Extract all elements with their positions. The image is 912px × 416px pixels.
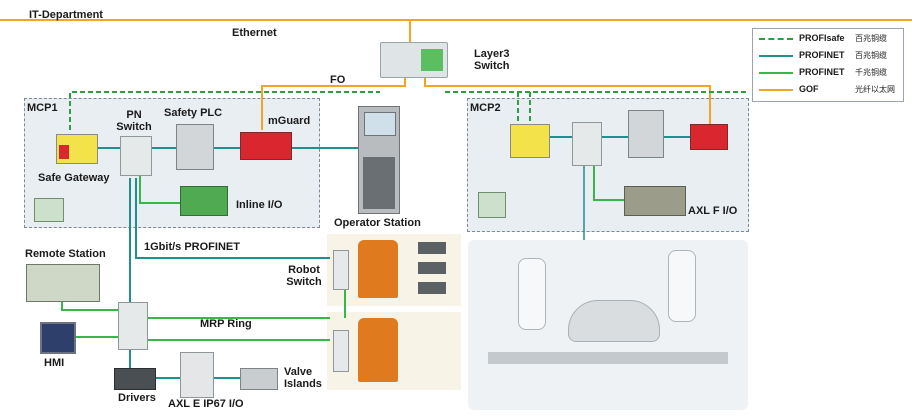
mguard-device xyxy=(240,132,292,160)
mcp2-mguard-device xyxy=(690,124,728,150)
ring-switch-device xyxy=(118,302,148,350)
legend-sub: 光纤以太网 xyxy=(855,85,895,94)
legend-swatch xyxy=(759,38,793,40)
gripper-tool xyxy=(418,262,446,274)
legend-name: GOF xyxy=(799,84,819,94)
operator-cabinet xyxy=(363,157,395,209)
robot-switch-device xyxy=(333,250,349,290)
mcp1-panel-icon xyxy=(34,198,64,222)
axl-f-io-device xyxy=(624,186,686,216)
operator-station-label: Operator Station xyxy=(334,217,421,229)
legend-item: PROFIsafe 百兆铜缆 xyxy=(753,32,903,46)
mrp-ring-label: MRP Ring xyxy=(200,318,252,330)
robot-switch-device-2 xyxy=(333,330,349,372)
axl-e-io-device xyxy=(180,352,214,398)
legend-name: PROFIsafe xyxy=(799,33,845,43)
mcp2-plc-device xyxy=(628,110,664,158)
switch-ports xyxy=(421,49,443,71)
hmi-device xyxy=(40,322,76,354)
remote-station-label: Remote Station xyxy=(25,248,106,260)
valve-islands-device xyxy=(240,368,278,390)
operator-screen xyxy=(364,112,396,136)
car-body xyxy=(568,300,660,342)
ethernet-label: Ethernet xyxy=(232,27,277,39)
robot-arm-white xyxy=(668,250,696,322)
remote-station-device xyxy=(26,264,100,302)
car-production-illustration xyxy=(468,240,748,410)
mcp2-label: MCP2 xyxy=(470,102,501,114)
axl-f-io-label: AXL F I/O xyxy=(688,205,738,217)
robot-switch-label: Robot Switch xyxy=(286,264,322,288)
legend-swatch xyxy=(759,72,793,74)
inline-io-label: Inline I/O xyxy=(236,199,283,211)
mcp1-label: MCP1 xyxy=(27,102,58,114)
safety-plc-device xyxy=(176,124,214,170)
legend-item: PROFINET 千兆铜缆 xyxy=(753,66,903,80)
layer3-switch-device xyxy=(380,42,448,78)
safe-gateway-device xyxy=(56,134,98,164)
valve-islands-label: Valve Islands xyxy=(284,366,322,390)
conveyor xyxy=(488,352,728,364)
mcp2-gateway-device xyxy=(510,124,550,158)
axl-e-io-label: AXL E IP67 I/O xyxy=(168,398,244,410)
drivers-device xyxy=(114,368,156,390)
robot-arm-white xyxy=(518,258,546,330)
safety-plc-label: Safety PLC xyxy=(164,107,223,119)
safe-gateway-label: Safe Gateway xyxy=(38,172,110,184)
red-module xyxy=(59,145,69,159)
fo-label: FO xyxy=(330,74,346,86)
robot-arm-top xyxy=(358,240,398,298)
legend-item: PROFINET 百兆铜缆 xyxy=(753,49,903,63)
legend-name: PROFINET xyxy=(799,67,845,77)
mcp2-switch-device xyxy=(572,122,602,166)
legend-sub: 百兆铜缆 xyxy=(855,51,887,60)
pn-switch-label: PN Switch xyxy=(116,109,152,133)
mcp2-panel xyxy=(467,98,749,232)
legend-sub: 千兆铜缆 xyxy=(855,68,887,77)
gripper-tool xyxy=(418,282,446,294)
pn-switch-device xyxy=(120,136,152,176)
legend-name: PROFINET xyxy=(799,50,845,60)
legend-swatch xyxy=(759,89,793,91)
legend: PROFIsafe 百兆铜缆 PROFINET 百兆铜缆 PROFINET 千兆… xyxy=(752,28,904,102)
gripper-tool xyxy=(418,242,446,254)
layer3-switch-label: Layer3 Switch xyxy=(474,48,510,72)
operator-station-device xyxy=(358,106,400,214)
gigabit-profinet-label: 1Gbit/s PROFINET xyxy=(144,241,240,253)
mcp2-panel-icon xyxy=(478,192,506,218)
it-department-label: IT-Department xyxy=(29,9,103,21)
legend-sub: 百兆铜缆 xyxy=(855,34,887,43)
mguard-label: mGuard xyxy=(268,115,311,127)
legend-item: GOF 光纤以太网 xyxy=(753,83,903,97)
drivers-label: Drivers xyxy=(118,392,156,404)
legend-swatch xyxy=(759,55,793,57)
hmi-label: HMI xyxy=(44,357,65,369)
inline-io-device xyxy=(180,186,228,216)
robot-arm-bottom xyxy=(358,318,398,382)
